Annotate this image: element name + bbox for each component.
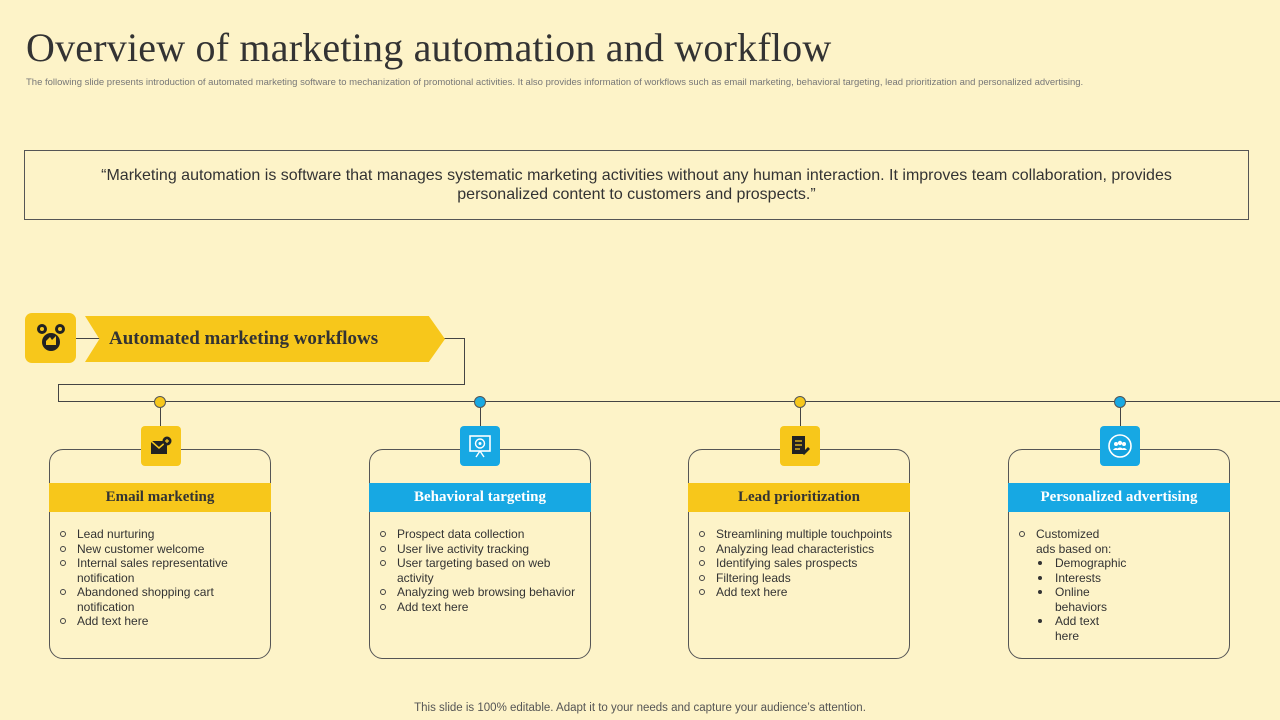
timeline-stem-behavioral (480, 408, 481, 426)
card-personalized-advertising: Personalized advertising Customized ads … (1008, 449, 1230, 659)
timeline-dot-email (154, 396, 166, 408)
sub-list: Demographic Interests Online behaviors A… (1036, 556, 1126, 643)
list-item: Add text here (697, 585, 902, 600)
workflow-timeline (58, 401, 1280, 402)
list-item: User live activity tracking (378, 542, 583, 557)
timeline-stem-lead (800, 408, 801, 426)
card-list-behavioral: Prospect data collection User live activ… (378, 527, 583, 614)
page-title: Overview of marketing automation and wor… (26, 25, 832, 70)
card-email-marketing: Email marketing Lead nurturing New custo… (49, 449, 271, 659)
workflow-gears-icon (25, 313, 76, 363)
card-heading-lead: Lead prioritization (688, 483, 910, 512)
definition-quote-text: “Marketing automation is software that m… (101, 167, 1172, 203)
list-item: New customer welcome (58, 542, 263, 557)
footer-note: This slide is 100% editable. Adapt it to… (414, 702, 866, 714)
workflow-banner-label: Automated marketing workflows (109, 328, 379, 349)
group-users-icon (1100, 426, 1140, 466)
card-heading-personalized: Personalized advertising (1008, 483, 1230, 512)
timeline-dot-behavioral (474, 396, 486, 408)
list-item: Identifying sales prospects (697, 556, 902, 571)
target-presentation-icon (460, 426, 500, 466)
sub-list-item: Demographic (1036, 556, 1126, 571)
card-list-lead: Streamlining multiple touchpoints Analyz… (697, 527, 902, 600)
page-subtitle: The following slide presents introductio… (26, 77, 1084, 88)
email-icon (141, 426, 181, 466)
list-item: Add text here (58, 614, 263, 629)
list-item: Prospect data collection (378, 527, 583, 542)
sub-list-item: Interests (1036, 571, 1117, 586)
sub-list-item: Online behaviors (1036, 585, 1117, 614)
sub-list-item: Add text here (1036, 614, 1117, 643)
list-item-text: Customized ads based on: (1036, 527, 1112, 556)
timeline-dot-lead (794, 396, 806, 408)
card-behavioral-targeting: Behavioral targeting Prospect data colle… (369, 449, 591, 659)
card-heading-behavioral: Behavioral targeting (369, 483, 591, 512)
list-item: Lead nurturing (58, 527, 263, 542)
timeline-stem-email (160, 408, 161, 426)
list-item: Streamlining multiple touchpoints (697, 527, 902, 542)
list-item: Customized ads based on: Demographic Int… (1017, 527, 1126, 643)
document-checklist-icon (780, 426, 820, 466)
list-item: Internal sales representative notificati… (58, 556, 263, 585)
list-item: User targeting based on web activity (378, 556, 583, 585)
timeline-stem-personalized (1120, 408, 1121, 426)
list-item: Analyzing lead characteristics (697, 542, 902, 557)
list-item: Analyzing web browsing behavior (378, 585, 583, 600)
card-heading-email: Email marketing (49, 483, 271, 512)
card-list-personalized: Customized ads based on: Demographic Int… (1017, 527, 1222, 643)
list-item: Abandoned shopping cart notification (58, 585, 263, 614)
list-item: Add text here (378, 600, 583, 615)
card-lead-prioritization: Lead prioritization Streamlining multipl… (688, 449, 910, 659)
list-item: Filtering leads (697, 571, 902, 586)
definition-quote-box: “Marketing automation is software that m… (24, 150, 1249, 220)
workflow-banner: Automated marketing workflows (85, 316, 445, 362)
timeline-dot-personalized (1114, 396, 1126, 408)
banner-connector-drop (58, 384, 59, 402)
card-list-email: Lead nurturing New customer welcome Inte… (58, 527, 263, 629)
